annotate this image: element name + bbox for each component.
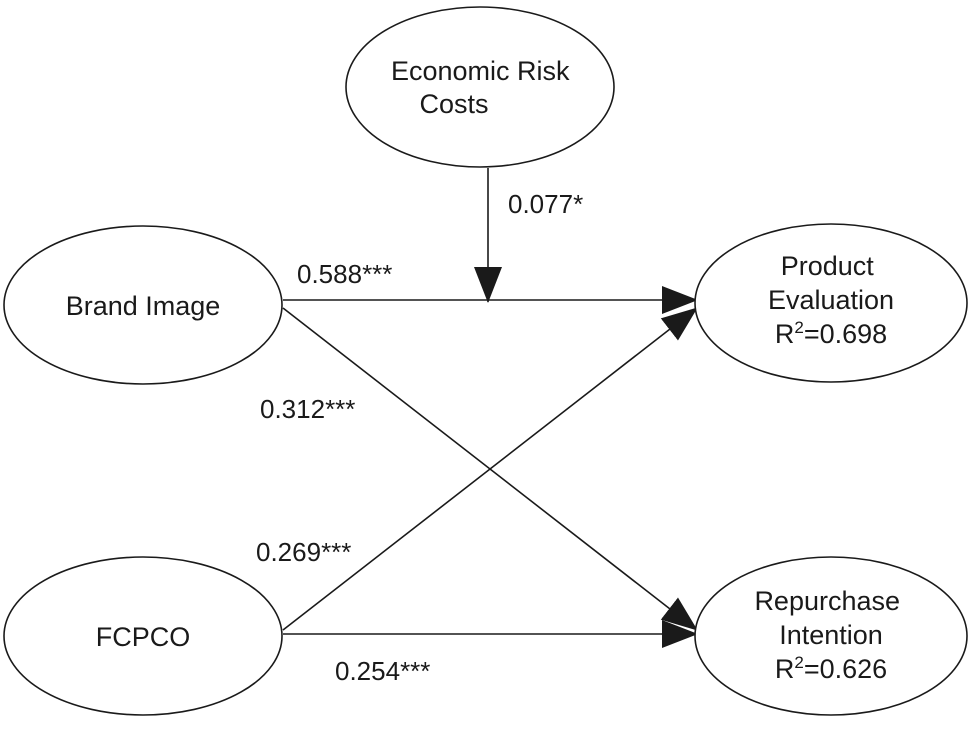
svg-text:Product Evaluation: Product Evaluation xyxy=(768,251,894,315)
node-brand-image-label: Brand Image xyxy=(66,291,221,321)
node-product-evaluation-r2-value: =0.698 xyxy=(804,319,887,349)
coef-brand-to-product: 0.588*** xyxy=(297,259,392,289)
node-economic-risk-costs-line-2: Costs xyxy=(419,89,488,119)
node-economic-risk-costs: Economic Risk Costs xyxy=(345,6,615,168)
coef-fcpco-to-product: 0.269*** xyxy=(256,537,351,567)
node-repurchase-intention-r2-value: =0.626 xyxy=(804,654,887,684)
svg-text:Economic Risk Costs: Economic Risk Costs xyxy=(391,56,577,119)
node-product-evaluation-r2-superscript: 2 xyxy=(794,318,803,337)
node-product-evaluation-line-1: Product xyxy=(781,251,875,281)
coef-brand-to-repurchase: 0.312*** xyxy=(260,394,355,424)
node-product-evaluation-r2-symbol: R xyxy=(775,319,795,349)
svg-text:R2=0.626: R2=0.626 xyxy=(775,653,887,684)
node-brand-image: Brand Image xyxy=(3,225,283,385)
node-repurchase-intention-line-1: Repurchase xyxy=(754,586,900,616)
edge-fcpco-to-product xyxy=(282,307,698,631)
node-repurchase-intention-r2-superscript: 2 xyxy=(794,653,803,672)
node-fcpco: FCPCO xyxy=(3,556,283,716)
node-brand-image-shape xyxy=(3,225,283,385)
node-repurchase-intention: Repurchase Intention R2=0.626 xyxy=(694,556,968,716)
svg-text:R2=0.698: R2=0.698 xyxy=(775,318,887,349)
node-fcpco-label: FCPCO xyxy=(96,622,191,652)
node-fcpco-shape xyxy=(3,556,283,716)
node-product-evaluation-shape xyxy=(694,223,968,383)
node-product-evaluation: Product Evaluation R2=0.698 xyxy=(694,223,968,383)
coef-economic-to-moderation: 0.077* xyxy=(508,189,583,219)
coef-fcpco-to-repurchase: 0.254*** xyxy=(335,656,430,686)
edges xyxy=(282,168,698,648)
node-economic-risk-costs-line-1: Economic Risk xyxy=(391,56,570,86)
node-repurchase-intention-r2-symbol: R xyxy=(775,654,795,684)
node-product-evaluation-line-2: Evaluation xyxy=(768,285,894,315)
svg-text:Repurchase Intention: Repurchase Intention xyxy=(754,586,907,650)
node-economic-risk-costs-shape xyxy=(345,6,615,168)
node-repurchase-intention-shape xyxy=(694,556,968,716)
node-repurchase-intention-line-2: Intention xyxy=(779,620,883,650)
path-coefficients: 0.077* 0.588*** 0.312*** 0.269*** 0.254*… xyxy=(256,189,583,686)
